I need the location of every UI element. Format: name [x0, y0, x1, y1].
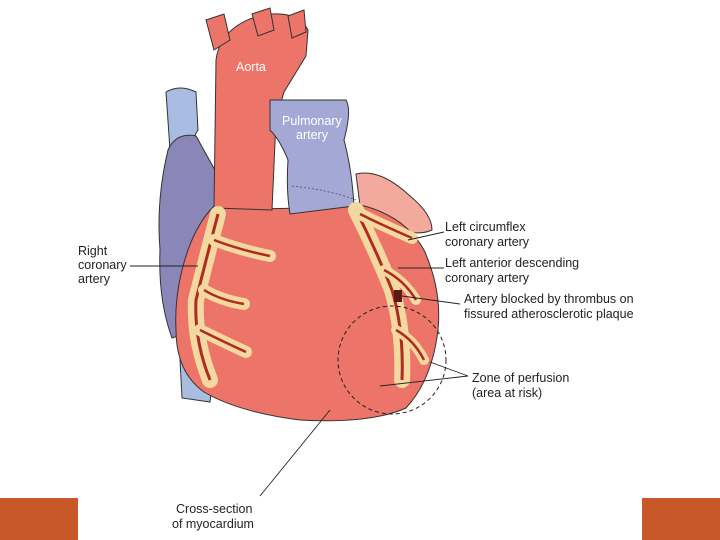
- aorta-branch-1: [205, 13, 231, 51]
- label-cross-section-1: Cross-section: [176, 502, 253, 516]
- label-blocked-1: Artery blocked by thrombus on: [464, 292, 634, 306]
- label-lad-1: Left anterior descending: [445, 256, 580, 270]
- left-circumflex-artery: [354, 208, 418, 244]
- accent-bar-right: [642, 498, 720, 540]
- thrombus-block: [394, 290, 402, 302]
- aorta-branch-2: [251, 7, 275, 37]
- accent-bar-left: [0, 498, 78, 540]
- label-right-coronary-1: Right: [78, 244, 108, 258]
- right-atrium: [158, 134, 227, 339]
- label-left-circumflex-2: coronary artery: [445, 235, 530, 249]
- label-right-coronary-2: coronary: [78, 258, 127, 272]
- aorta-branch-3: [287, 9, 307, 39]
- leader-lines: [130, 231, 469, 497]
- label-left-circumflex-1: Left circumflex: [445, 220, 526, 234]
- label-pulmonary-2: artery: [296, 128, 328, 142]
- label-perfusion-1: Zone of perfusion: [472, 371, 570, 385]
- label-pulmonary-1: Pulmonary: [282, 114, 342, 128]
- label-cross-section-2: of myocardium: [172, 517, 254, 531]
- right-coronary-artery: [187, 206, 276, 388]
- label-lad-2: coronary artery: [445, 271, 530, 285]
- label-perfusion-2: (area at risk): [472, 386, 543, 400]
- label-right-coronary-3: artery: [78, 272, 110, 286]
- pulmonary-dashed: [291, 185, 357, 201]
- label-blocked-2: fissured atherosclerotic plaque: [464, 307, 634, 321]
- label-aorta: Aorta: [236, 60, 266, 74]
- zone-of-perfusion: [337, 305, 447, 415]
- left-anterior-descending-artery: [348, 202, 429, 388]
